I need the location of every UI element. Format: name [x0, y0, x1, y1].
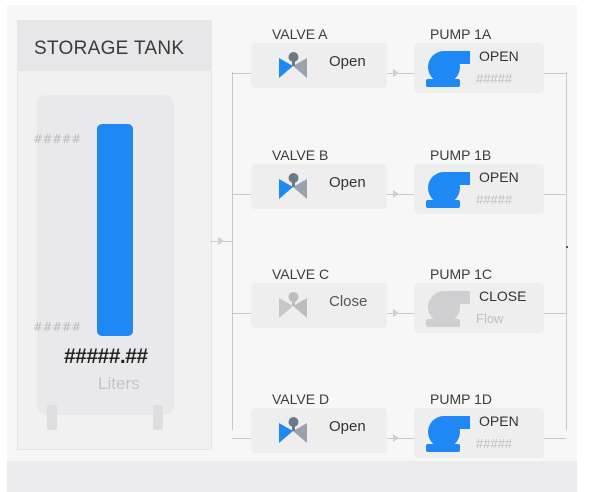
pump-icon [426, 172, 470, 208]
tank-level-fill [97, 124, 133, 336]
valve-state: Open [329, 53, 366, 70]
flow-arrow [393, 309, 399, 317]
manifold-pipe-left [232, 72, 233, 430]
pump-flow-value: ##### [476, 71, 513, 86]
tank-volume-value: #####.## [64, 345, 148, 368]
pump-state: OPEN [479, 413, 519, 429]
valve-icon [279, 292, 307, 318]
flow-arrow [393, 190, 399, 198]
flow-arrow [393, 69, 399, 77]
pump-state: OPEN [479, 169, 519, 185]
line-pipe [232, 194, 566, 195]
valve-control[interactable] [251, 43, 387, 88]
pump-icon [426, 291, 470, 327]
pump-state: OPEN [479, 48, 519, 64]
valve-control[interactable] [251, 283, 387, 328]
valve-label: VALVE C [272, 266, 330, 282]
valve-label: VALVE A [272, 26, 328, 42]
outlet-marker [566, 246, 568, 248]
flow-arrow [393, 434, 399, 442]
valve-label: VALVE D [272, 391, 330, 407]
pump-flow-value: ##### [476, 436, 513, 451]
tank-title: STORAGE TANK [18, 21, 211, 71]
tank-high-label: ##### [33, 132, 81, 146]
valve-control[interactable] [251, 164, 387, 209]
pump-icon [426, 51, 470, 87]
tank-low-label: ##### [33, 320, 81, 334]
pump-label: PUMP 1A [430, 26, 492, 42]
tank-leg-left [47, 405, 57, 430]
line-pipe [232, 438, 566, 439]
pump-state: CLOSE [479, 288, 527, 304]
line-pipe [232, 73, 566, 74]
tank-leg-right [153, 405, 163, 430]
valve-icon [279, 52, 307, 78]
pump-flow-value: ##### [476, 192, 513, 207]
valve-state: Close [329, 293, 368, 310]
pump-flow-value: Flow [476, 311, 504, 326]
outlet-arrow [218, 237, 224, 245]
valve-state: Open [329, 418, 366, 435]
valve-icon [279, 173, 307, 199]
pump-label: PUMP 1D [430, 391, 492, 407]
line-pipe [232, 313, 566, 314]
valve-control[interactable] [251, 408, 387, 453]
tank-volume-unit: Liters [98, 374, 140, 393]
manifold-pipe-right [566, 72, 567, 430]
valve-state: Open [329, 174, 366, 191]
tank-level-bar [97, 124, 133, 336]
pump-icon [426, 416, 470, 452]
pump-label: PUMP 1B [430, 147, 492, 163]
bottom-bar [7, 461, 577, 492]
valve-icon [279, 417, 307, 443]
valve-label: VALVE B [272, 147, 329, 163]
pump-label: PUMP 1C [430, 266, 492, 282]
